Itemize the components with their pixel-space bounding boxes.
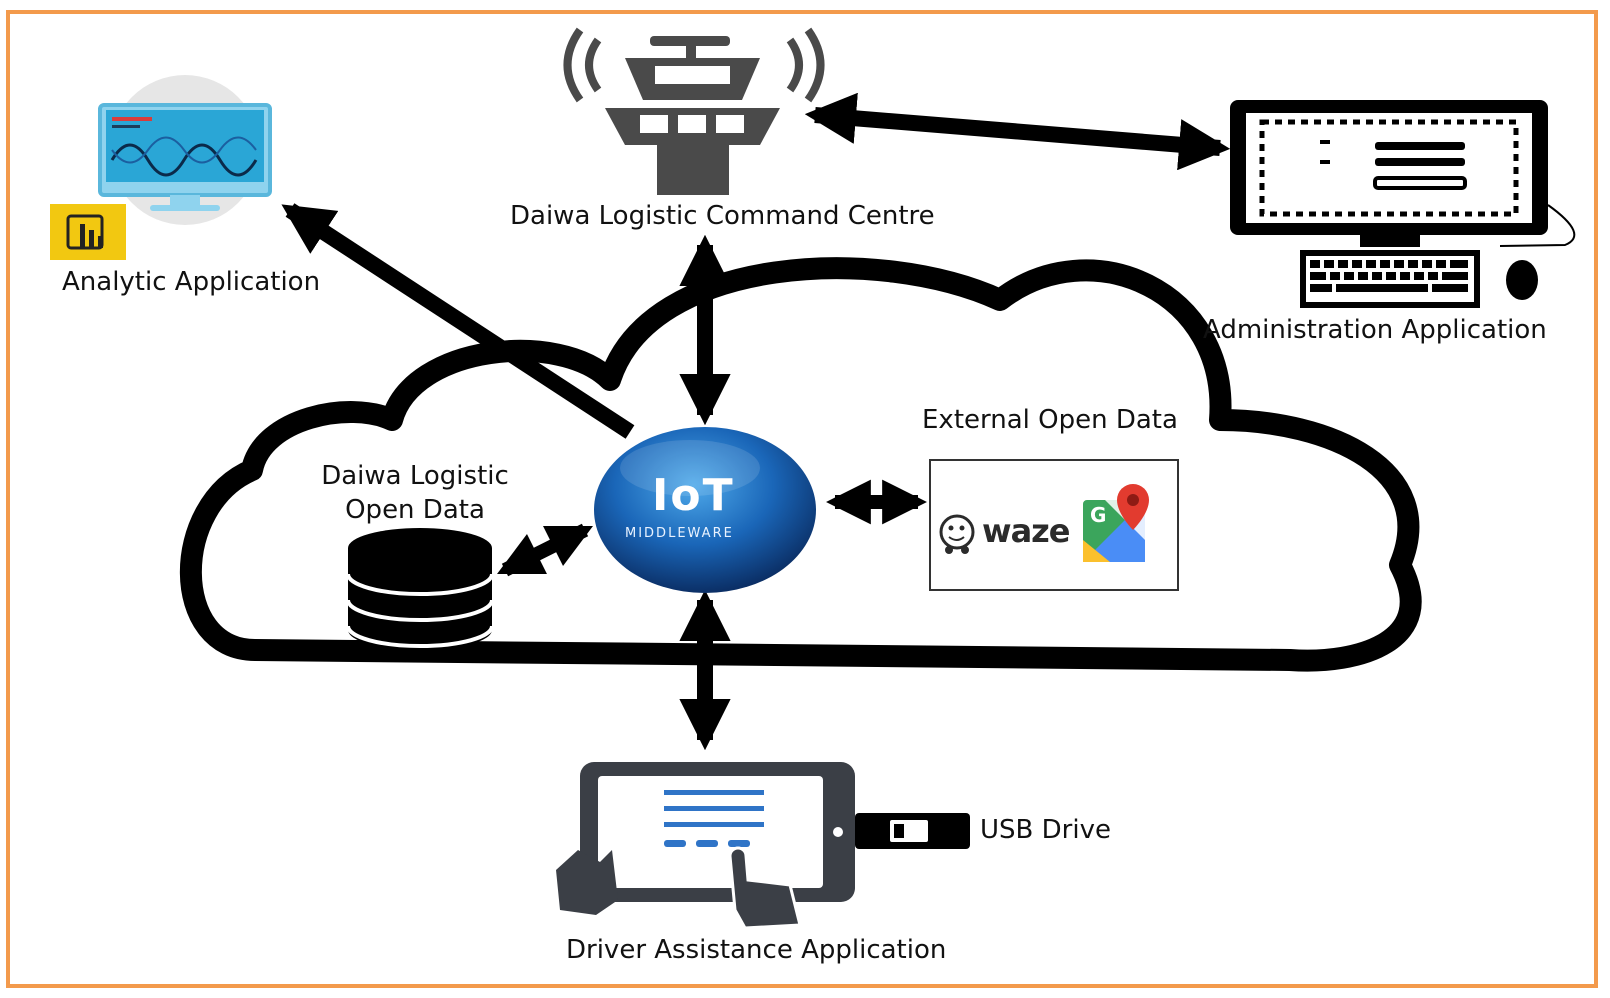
analytic-application-label: Analytic Application	[62, 267, 321, 297]
arrow-iot-database	[496, 523, 594, 577]
analytics-monitor-icon	[98, 75, 272, 225]
command-centre-label: Daiwa Logistic Command Centre	[510, 201, 935, 231]
open-data-label: Daiwa Logistic Open Data	[315, 460, 515, 528]
power-bi-icon	[50, 204, 126, 260]
usb-drive-label: USB Drive	[980, 815, 1111, 845]
arrow-iot-analytic	[281, 203, 635, 439]
tablet-icon	[556, 762, 855, 930]
driver-assistance-label: Driver Assistance Application	[566, 935, 947, 965]
waze-icon	[939, 514, 975, 554]
waze-wordmark: waze	[982, 512, 1070, 550]
open-data-label-line2: Open Data	[345, 494, 485, 525]
google-maps-letter: G	[1090, 503, 1107, 527]
arrow-command-admin	[804, 92, 1231, 171]
open-data-label-line1: Daiwa Logistic	[321, 461, 509, 491]
administration-application-label: Administration Application	[1203, 315, 1547, 345]
google-maps-icon	[1083, 484, 1149, 562]
iot-subtitle: MIDDLEWARE	[625, 526, 734, 541]
desktop-computer-icon	[1230, 100, 1576, 308]
database-icon	[346, 528, 494, 650]
control-tower-icon	[563, 27, 825, 195]
usb-drive-icon	[855, 813, 970, 849]
external-open-data-label: External Open Data	[922, 405, 1178, 435]
iot-title: IoT	[652, 470, 735, 521]
iot-middleware-sphere	[594, 427, 816, 593]
diagram-frame	[6, 10, 1598, 988]
cloud-shape	[179, 257, 1422, 672]
